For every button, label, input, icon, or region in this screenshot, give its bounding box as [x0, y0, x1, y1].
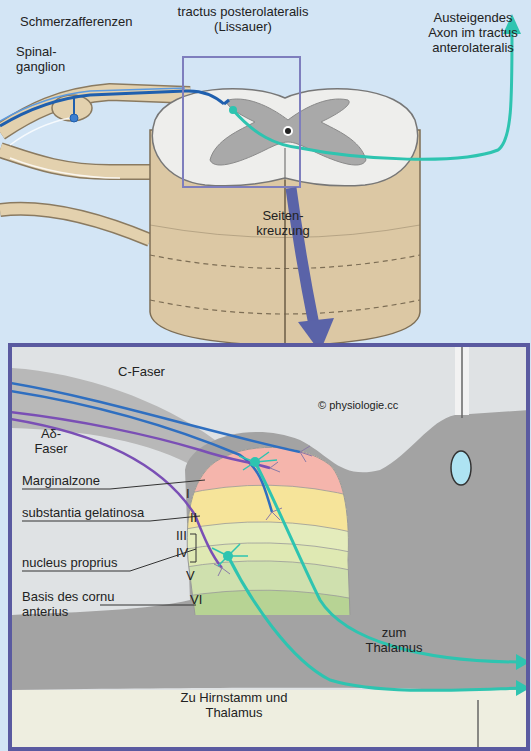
target-label: zum Thalamus — [358, 625, 430, 655]
ganglion-label: Spinal- ganglion — [16, 44, 76, 74]
central-canal — [451, 451, 471, 485]
lamina-number: II — [190, 510, 210, 525]
target-label: Zu Hirnstamm und Thalamus — [178, 690, 290, 720]
fiber-label: C-Faser — [118, 364, 198, 379]
ganglion-stem — [73, 97, 75, 116]
a-delta-fiber — [12, 419, 222, 568]
synapse — [224, 100, 229, 104]
watermark: © physiologie.cc — [318, 398, 448, 413]
lamina-label: Marginalzone — [22, 473, 172, 488]
projection-neuron — [229, 106, 237, 114]
root-highlight — [10, 118, 70, 145]
ganglion-cell — [70, 114, 78, 122]
inset-frame — [10, 345, 528, 749]
gray-matter — [12, 410, 526, 690]
lamina-number: III — [176, 528, 196, 543]
lamina-i-neuron — [250, 457, 260, 467]
laminae — [180, 430, 360, 620]
dorsal-septum-line — [461, 347, 463, 418]
pathway-top — [0, 14, 521, 352]
pain-afferent — [0, 88, 185, 121]
inset-marker — [183, 57, 300, 187]
lamina-number: V — [186, 568, 206, 583]
pain-afferent — [0, 91, 224, 126]
lower-root — [0, 209, 150, 240]
ventral-root-outline — [0, 150, 175, 172]
canal-ring — [283, 126, 293, 136]
ventral-fissure-line — [477, 700, 479, 747]
central-canal — [285, 128, 291, 134]
horn-outline — [187, 447, 350, 615]
spinal-cord — [150, 89, 420, 346]
a-delta-fiber — [12, 412, 270, 468]
lamina-label: nucleus proprius — [22, 555, 172, 570]
cross-section — [152, 89, 417, 186]
lamina-number: IV — [176, 545, 196, 560]
ventral-root — [0, 150, 175, 172]
lamina-v-neuron — [223, 551, 233, 561]
afferent-label: Schmerzafferenzen — [20, 14, 160, 29]
lamina-v — [180, 430, 360, 600]
root-highlight — [10, 158, 120, 178]
inset-art — [12, 347, 526, 747]
lower-root-outline — [0, 209, 150, 240]
bracket — [190, 534, 196, 562]
arrow-head — [516, 680, 526, 696]
leader-line — [100, 605, 196, 606]
crossing-label: Seiten- kreuzung — [252, 208, 314, 238]
arrow-head — [516, 654, 526, 670]
projection-axon — [255, 462, 522, 662]
white-commissure — [12, 690, 526, 747]
axon-label: Austeigendes Axon im tractus anterolater… — [428, 10, 518, 55]
dendrites — [212, 452, 277, 566]
tract-label: tractus posterolateralis (Lissauer) — [158, 4, 328, 34]
lamina-label: substantia gelatinosa — [22, 505, 182, 520]
projection-axon — [228, 556, 522, 690]
lamina-vi — [180, 430, 360, 620]
lamina-i — [180, 430, 360, 498]
lamina-number: I — [186, 486, 206, 501]
median-fissure — [284, 180, 286, 346]
lamina-label: Basis des cornu anterius — [22, 589, 117, 619]
terminal-branches — [214, 446, 312, 576]
c-fiber — [12, 391, 272, 512]
lamina-number: VI — [190, 592, 214, 607]
lissauer-tract — [12, 368, 215, 470]
leader-line — [22, 549, 196, 571]
ventral-fissure — [284, 148, 285, 180]
fiber-label: Aδ- Faser — [26, 426, 76, 456]
